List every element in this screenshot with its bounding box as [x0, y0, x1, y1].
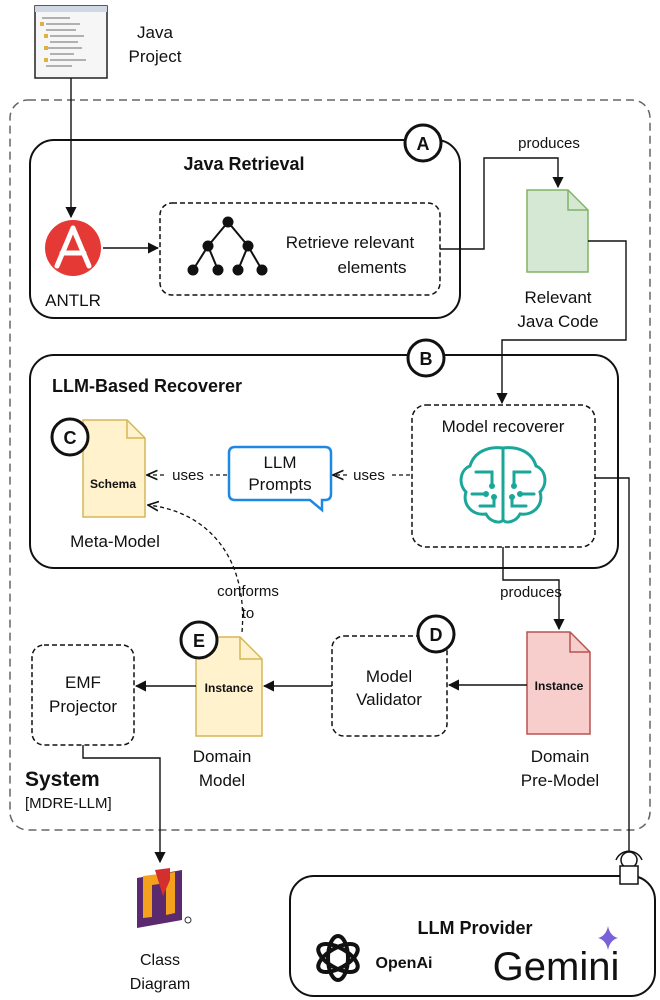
uml-logo-icon — [137, 868, 192, 928]
antlr-icon — [45, 220, 101, 276]
openai-logo-icon — [316, 934, 360, 982]
relevant-code-label-1: Relevant — [524, 288, 591, 307]
schema-doc — [82, 419, 146, 518]
domain-model-label-2: Model — [199, 771, 245, 790]
produces-top-label: produces — [518, 135, 580, 152]
class-diagram-label-1: Class — [140, 952, 180, 969]
emf-label-2: Projector — [49, 697, 117, 716]
llm-prompts-bubble — [227, 445, 333, 513]
llm-prompts-label-2: Prompts — [248, 475, 311, 494]
badge-b — [406, 338, 446, 378]
relevant-code-label-2: Java Code — [517, 312, 598, 331]
java-project-icon — [34, 5, 108, 79]
pre-model-doc — [526, 631, 591, 735]
badge-b-label: B — [420, 349, 433, 369]
badge-d — [416, 614, 456, 654]
conforms-label-1: conforms — [217, 583, 279, 600]
badge-a — [403, 123, 443, 163]
system-boundary — [9, 99, 651, 831]
llm-provider-title: LLM Provider — [417, 918, 532, 938]
provider-port — [619, 865, 639, 885]
llm-recoverer-title: LLM-Based Recoverer — [52, 376, 242, 396]
meta-model-label: Meta-Model — [70, 532, 160, 551]
domain-model-label-1: Domain — [193, 747, 252, 766]
retrieve-label-1: Retrieve relevant — [286, 233, 415, 252]
model-recoverer-label: Model recoverer — [442, 417, 565, 436]
gemini-label: Gemini — [493, 945, 620, 989]
llm-prompts-label-1: LLM — [263, 453, 296, 472]
domain-model-doc-label: Instance — [205, 681, 254, 695]
antlr-label: ANTLR — [45, 291, 101, 310]
badge-c-label: C — [64, 428, 77, 448]
conforms-label-2: to — [242, 605, 255, 622]
java-project-label-1: Java — [137, 23, 173, 42]
badge-e-label: E — [193, 631, 205, 651]
produces-bottom-label: produces — [500, 584, 562, 601]
llm-provider-container — [289, 875, 656, 997]
llm-recoverer-container — [29, 354, 619, 569]
class-diagram-label-2: Diagram — [130, 976, 190, 993]
schema-doc-label: Schema — [90, 477, 136, 491]
badge-d-label: D — [430, 625, 443, 645]
relevant-code-doc — [526, 189, 589, 273]
badge-c — [50, 417, 90, 457]
tree-icon — [187, 216, 268, 276]
domain-model-doc — [195, 636, 263, 737]
retrieve-label-2: elements — [338, 258, 407, 277]
validator-label-2: Validator — [356, 690, 422, 709]
uses-right-label: uses — [353, 467, 385, 484]
uses-left-label: uses — [172, 467, 204, 484]
emf-projector-box — [31, 644, 135, 746]
pre-model-label-2: Pre-Model — [521, 771, 599, 790]
validator-label-1: Model — [366, 667, 412, 686]
java-retrieval-title: Java Retrieval — [183, 154, 304, 174]
java-retrieval-container — [29, 139, 461, 319]
badge-a-label: A — [417, 134, 430, 154]
gemini-sparkle-icon — [598, 926, 618, 950]
pre-model-label-1: Domain — [531, 747, 590, 766]
java-project-label-2: Project — [129, 47, 182, 66]
system-title: System — [25, 768, 100, 791]
brain-circuit-icon — [459, 446, 547, 524]
openai-label: OpenAi — [376, 955, 433, 972]
pre-model-doc-label: Instance — [535, 679, 584, 693]
badge-e — [179, 620, 219, 660]
emf-label-1: EMF — [65, 673, 101, 692]
system-subtitle: [MDRE-LLM] — [25, 795, 112, 812]
